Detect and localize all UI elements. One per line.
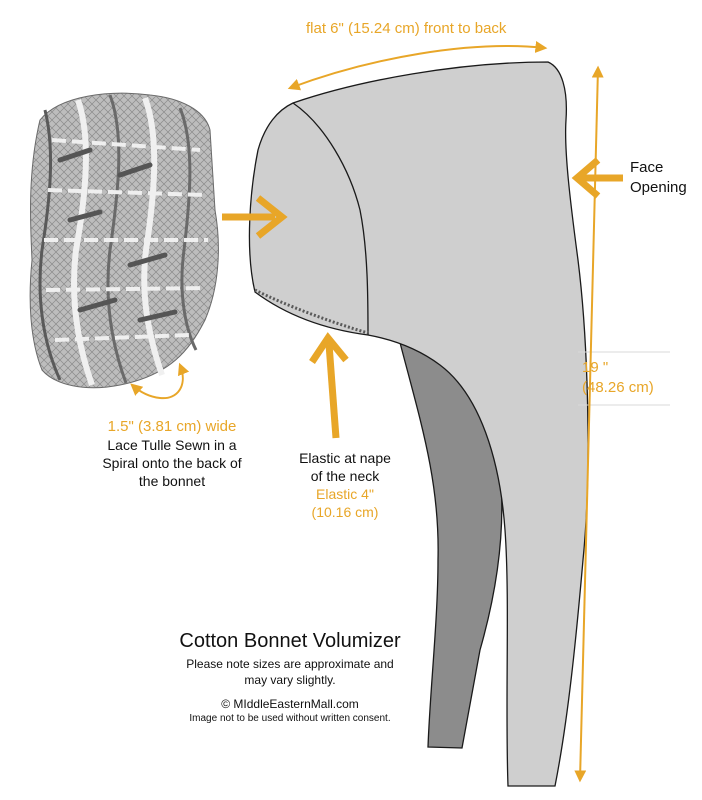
- lace-description: 1.5" (3.81 cm) wide Lace Tulle Sewn in a…: [82, 418, 262, 490]
- face-opening-line2: Opening: [630, 179, 687, 196]
- length-line2: (48.26 cm): [582, 379, 654, 396]
- footer-block: Cotton Bonnet Volumizer Please note size…: [140, 628, 440, 725]
- top-measure-label: flat 6" (15.24 cm) front to back: [306, 20, 507, 37]
- double-arrow-icon: [287, 41, 548, 91]
- copyright-text: © MIddleEasternMall.com: [221, 697, 359, 711]
- elastic-size-line1: Elastic 4": [316, 486, 374, 502]
- elastic-line1: Elastic at nape: [299, 450, 391, 466]
- footer-note-line2: may vary slightly.: [244, 673, 336, 687]
- page-title: Cotton Bonnet Volumizer: [179, 630, 401, 652]
- arrow-up-icon: [309, 332, 349, 439]
- elastic-line2: of the neck: [310, 468, 380, 484]
- curved-arrow-icon: [130, 362, 190, 400]
- face-opening-line1: Face: [630, 159, 664, 176]
- lace-desc-line1: Lace Tulle Sewn in a: [107, 437, 237, 453]
- consent-text: Image not to be used without written con…: [189, 713, 391, 724]
- lace-desc-line2: Spiral onto the back of: [102, 455, 242, 471]
- footer-note-line1: Please note sizes are approximate and: [186, 657, 394, 671]
- length-arrow-icon: [574, 65, 604, 783]
- arrow-right-icon: [222, 195, 288, 239]
- lace-width-label: 1.5" (3.81 cm) wide: [107, 418, 237, 435]
- arrow-left-icon: [571, 157, 623, 199]
- elastic-size-line2: (10.16 cm): [311, 504, 379, 520]
- elastic-description: Elastic at nape of the neck Elastic 4" (…: [270, 449, 420, 521]
- face-opening-label: Face Opening: [630, 158, 687, 198]
- lace-tulle-spiral: [29, 92, 219, 389]
- length-label: 19 " (48.26 cm): [582, 358, 654, 398]
- bonnet-body: [248, 61, 589, 787]
- lace-desc-line3: the bonnet: [138, 473, 206, 489]
- bonnet-crown-seam: [292, 102, 369, 336]
- length-line1: 19 ": [582, 359, 609, 376]
